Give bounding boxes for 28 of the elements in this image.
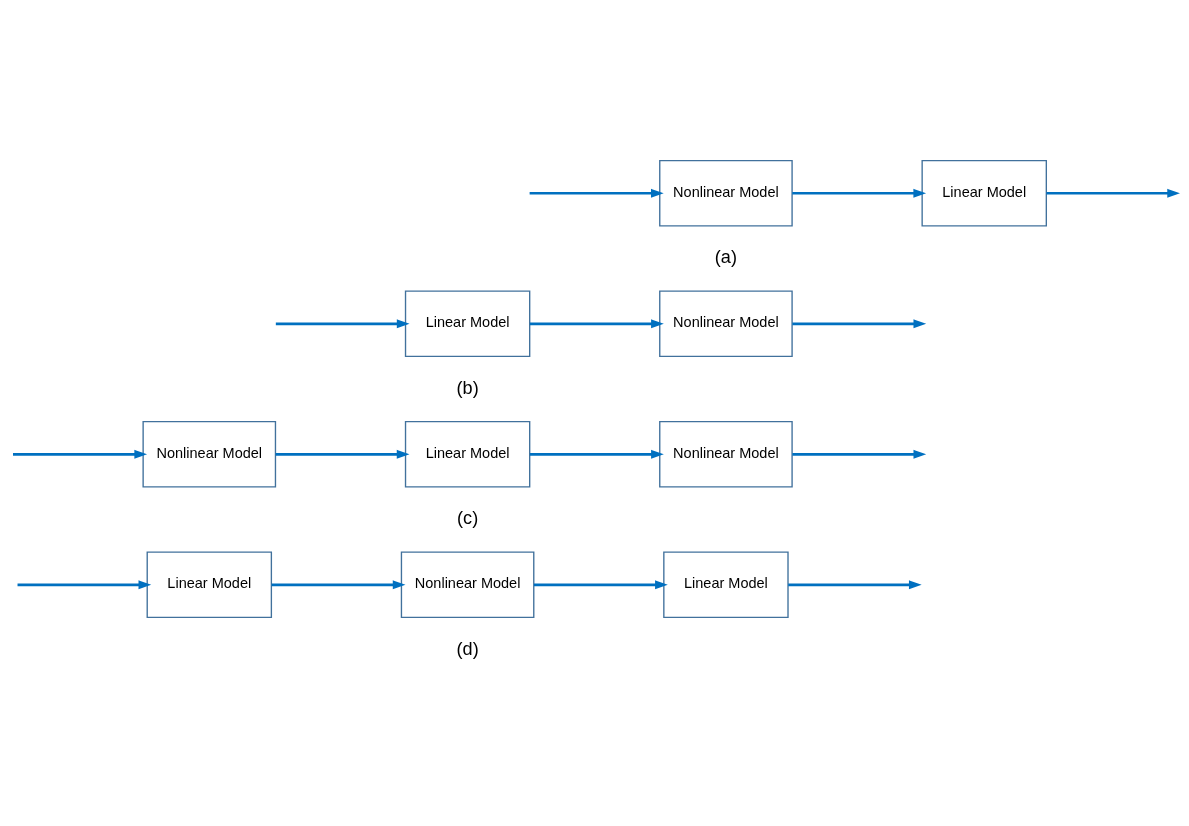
arrow: [275, 318, 410, 328]
node-box: Linear Model: [404, 289, 531, 357]
arrow: [792, 318, 927, 328]
arrow: [788, 579, 922, 589]
node-box: Nonlinear Model: [659, 420, 793, 488]
node-box: Linear Model: [146, 551, 273, 618]
node-box: Nonlinear Model: [142, 420, 277, 488]
node-box: Nonlinear Model: [659, 159, 793, 227]
arrow: [1046, 188, 1180, 198]
arrow: [529, 188, 664, 198]
label: (a): [714, 246, 737, 267]
arrow: [792, 188, 927, 198]
node-box: Nonlinear Model: [659, 289, 793, 357]
arrow: [529, 318, 664, 328]
node-box: Linear Model: [921, 159, 1047, 227]
node-box: Nonlinear Model: [400, 551, 535, 618]
arrow: [529, 449, 664, 459]
arrow: [271, 579, 406, 589]
arrow: [533, 579, 668, 589]
arrow: [13, 449, 148, 459]
node-box: Linear Model: [404, 420, 531, 488]
label: (d): [456, 638, 479, 659]
arrow: [792, 449, 927, 459]
label: (c): [457, 507, 479, 528]
arrow: [275, 449, 410, 459]
arrow: [17, 579, 152, 589]
node-box: Linear Model: [663, 551, 789, 618]
label: (b): [456, 377, 479, 398]
